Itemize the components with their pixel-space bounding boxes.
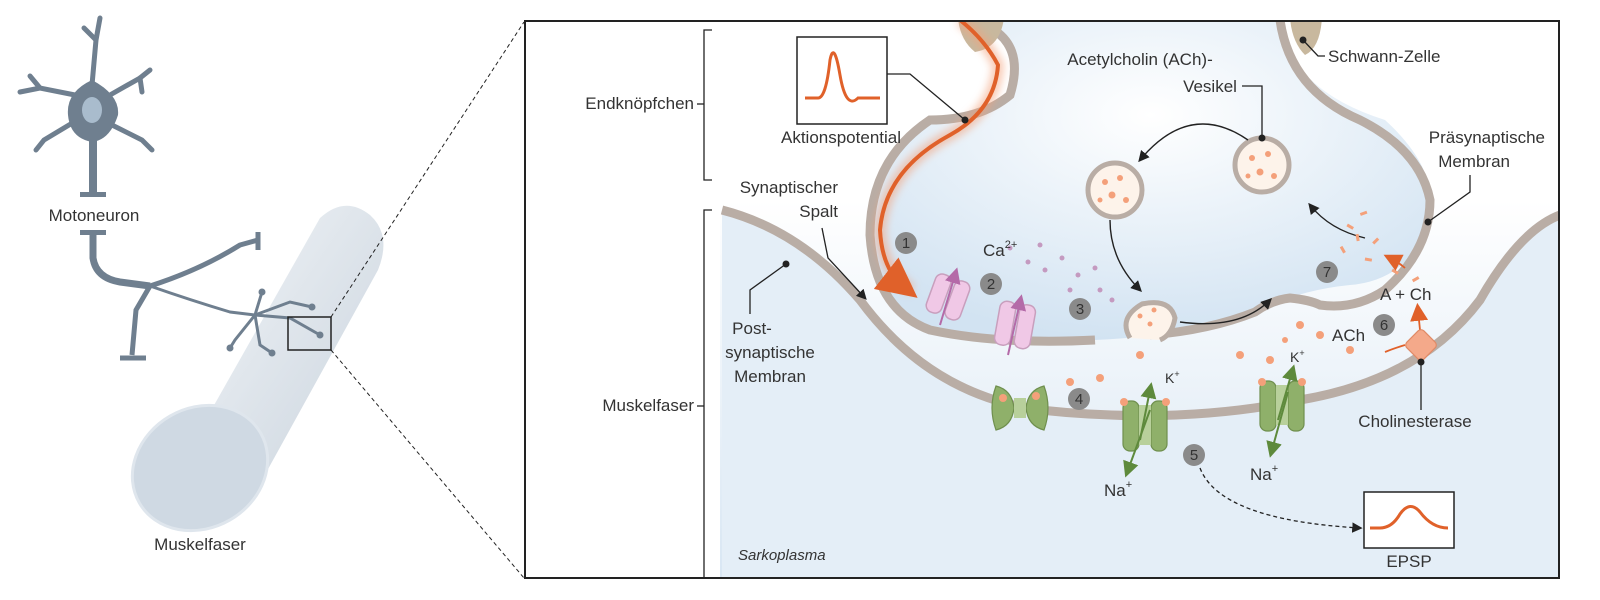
a-plus-ch-label: A + Ch — [1380, 285, 1432, 304]
k-ion-label-2: K+ — [1290, 348, 1305, 365]
vesicle-group — [1085, 135, 1292, 343]
aktionspotential-label: Aktionspotential — [781, 128, 901, 147]
zoom-connector-top — [330, 21, 525, 318]
step-6-text: 6 — [1380, 317, 1388, 334]
k-ion-label-1: K+ — [1165, 369, 1180, 386]
step-6-badge — [1373, 314, 1395, 336]
bracket-muskelfaser-label: Muskelfaser — [602, 396, 694, 415]
na-ion-label-1: Na+ — [1104, 479, 1132, 500]
postsyn-label-line2: synaptische — [725, 343, 815, 362]
step-7-badge — [1316, 261, 1338, 283]
postsyn-label-line3: Membran — [734, 367, 806, 386]
spalt-label-line1: Synaptischer — [740, 178, 839, 197]
epsp-label: EPSP — [1386, 552, 1431, 571]
ach-receptors — [991, 364, 1306, 478]
action-potential-curve — [805, 51, 880, 103]
step-7-text: 7 — [1323, 264, 1331, 281]
cholinesterase-label: Cholinesterase — [1358, 412, 1471, 431]
ach-label: ACh — [1332, 326, 1365, 345]
zoom-connector-bottom — [330, 349, 525, 579]
motoneuron-label: Motoneuron — [49, 206, 140, 225]
muscle-fiber-illustration — [130, 205, 384, 533]
epsp-inset — [1363, 491, 1455, 549]
zoom-panel-content — [720, 21, 1559, 578]
zoom-frame — [524, 20, 1560, 579]
ca-ion-label: Ca2+ — [983, 239, 1017, 260]
ach-vesikel-label-line2: Vesikel — [1183, 77, 1237, 96]
cholinesterase-enzyme — [1405, 329, 1437, 361]
step-4-badge — [1068, 388, 1090, 410]
praesyn-label-line1: Präsynaptische — [1429, 128, 1545, 147]
step-1-badge — [895, 232, 917, 254]
na-ion-label-2: Na+ — [1250, 463, 1278, 484]
calcium-channels — [925, 267, 1037, 356]
step-2-badge — [980, 273, 1002, 295]
praesyn-label-line2: Membran — [1438, 152, 1510, 171]
step-2-text: 2 — [987, 276, 995, 293]
step-3-badge — [1069, 298, 1091, 320]
step-5-text: 5 — [1190, 447, 1198, 464]
step-5-badge — [1183, 444, 1205, 466]
epsp-curve — [1370, 505, 1449, 530]
postsyn-label-line1: Post- — [732, 319, 772, 338]
bracket-endknoepfchen-label: Endknöpfchen — [585, 94, 694, 113]
motoneuron-illustration — [17, 15, 261, 361]
step-1-text: 1 — [902, 235, 910, 252]
spalt-label-line2: Spalt — [799, 202, 838, 221]
ach-vesikel-label-line1: Acetylcholin (ACh)- — [1067, 50, 1213, 69]
step-3-text: 3 — [1076, 301, 1084, 318]
schwann-label: Schwann-Zelle — [1328, 47, 1440, 66]
step-4-text: 4 — [1075, 391, 1083, 408]
step-badges: 1 2 3 4 5 6 7 — [895, 232, 1395, 466]
muscle-fiber-label: Muskelfaser — [154, 535, 246, 554]
sarkoplasma-label: Sarkoplasma — [738, 547, 826, 564]
